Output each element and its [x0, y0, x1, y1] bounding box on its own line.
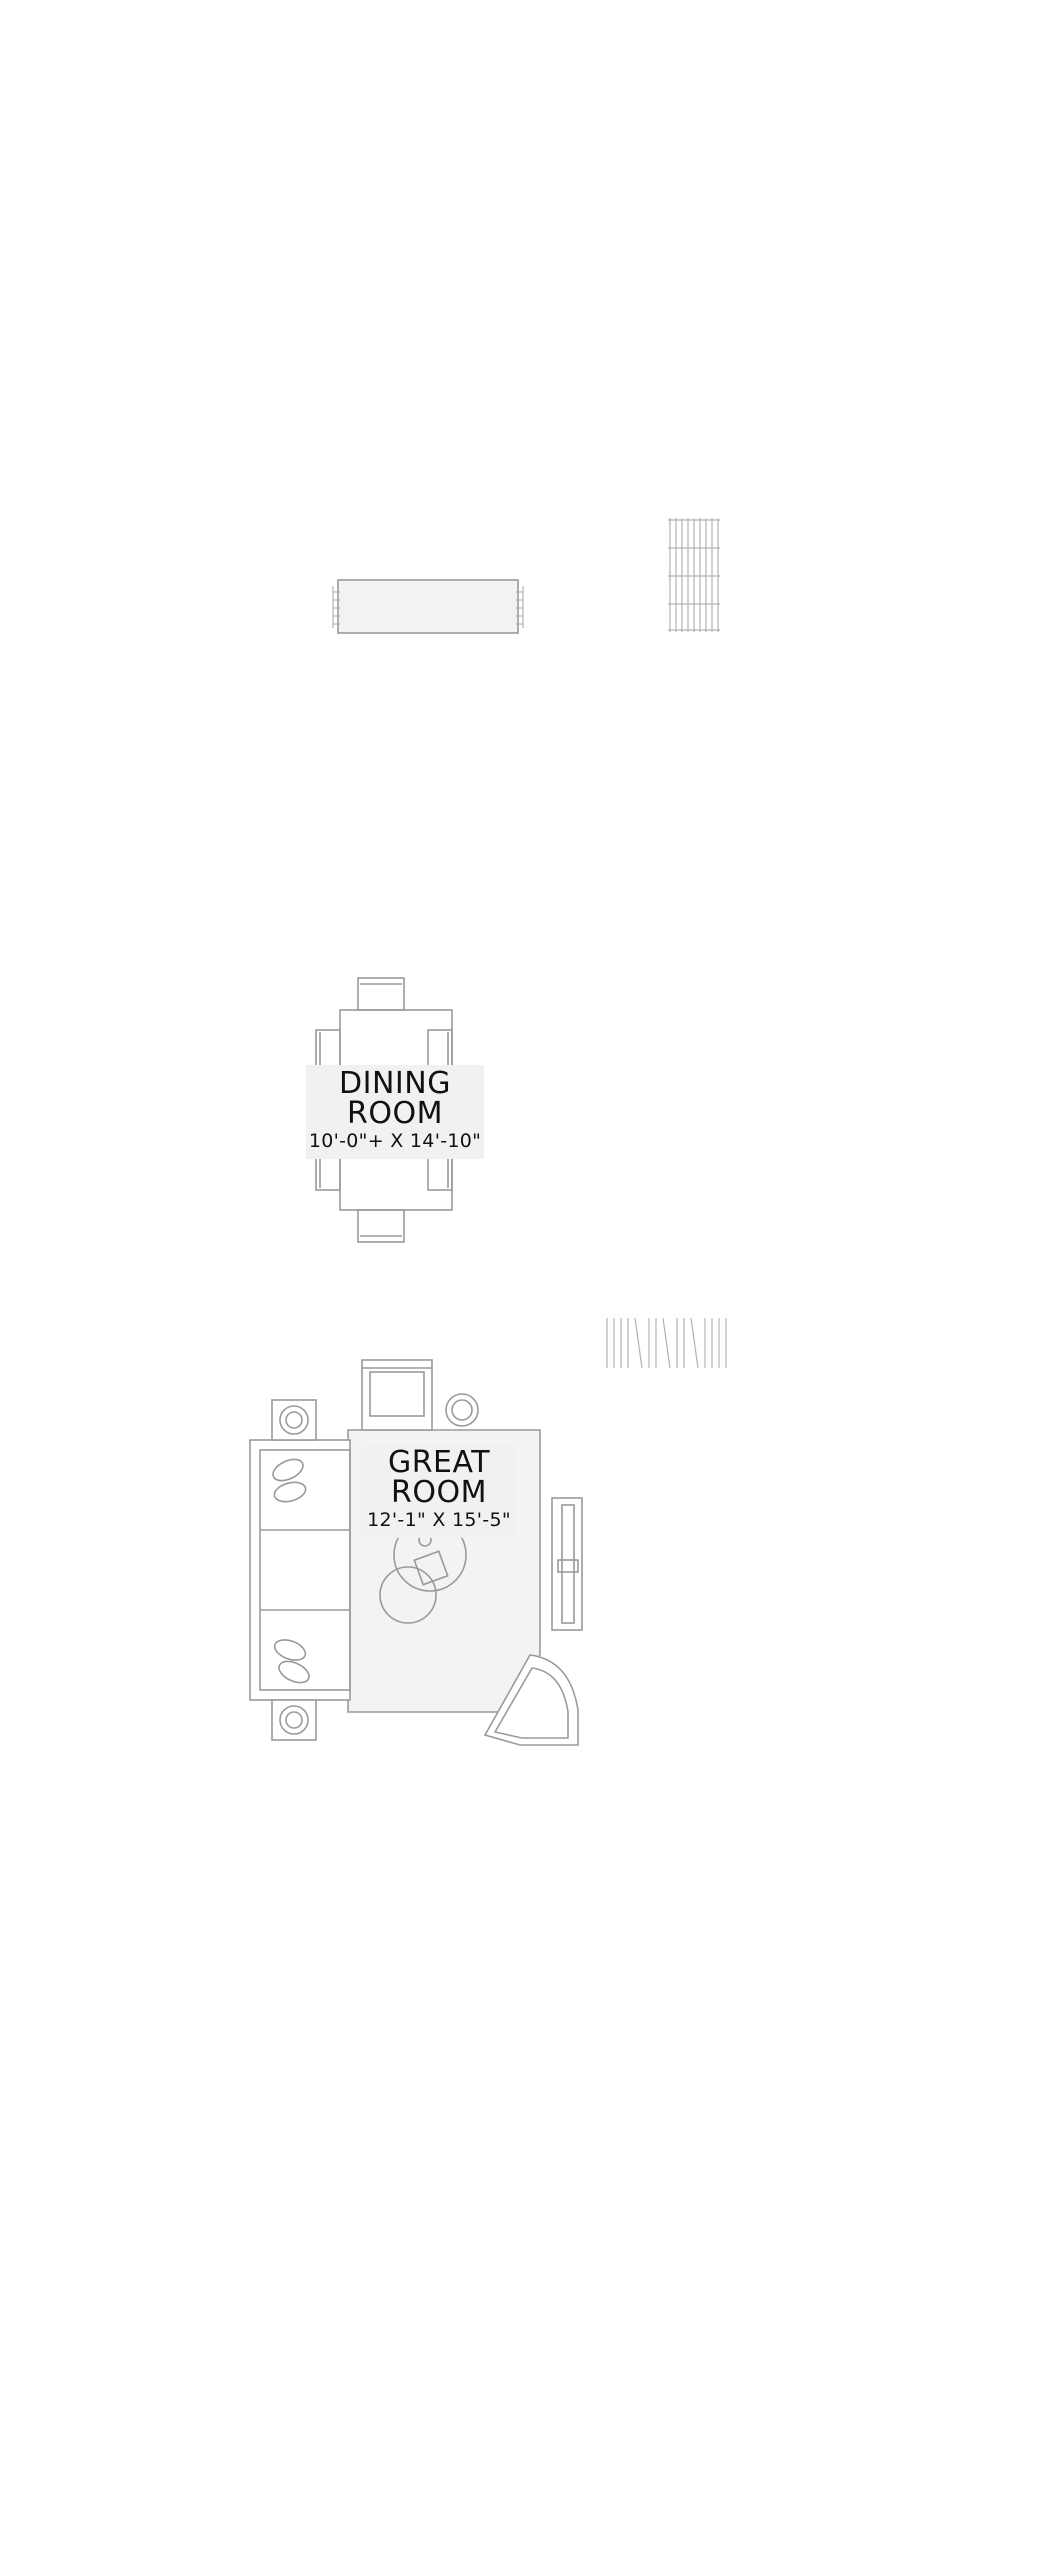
room-label-dining: DINING ROOM 10'-0"+ X 14'-10" [306, 1065, 484, 1159]
room-dimensions: 10'-0"+ X 14'-10" [308, 1130, 482, 1152]
room-name-line-2: ROOM [391, 1475, 487, 1510]
room-label-great: GREAT ROOM 12'-1" X 15'-5" [361, 1444, 517, 1538]
side-table-icon [271, 1393, 479, 1741]
armchair-icon [483, 1654, 579, 1746]
armchair-icon [361, 1359, 433, 1431]
wall-hatch-icon [606, 1317, 727, 1369]
media-console-icon [551, 1497, 583, 1631]
room-name-line-2: ROOM [347, 1096, 443, 1131]
sofa-icon [249, 1439, 351, 1701]
stair-hatch-icon [668, 518, 720, 632]
room-name-line-1: DINING [339, 1066, 451, 1101]
room-dimensions: 12'-1" X 15'-5" [367, 1509, 511, 1531]
bench-icon [332, 579, 524, 634]
room-name-line-1: GREAT [387, 1445, 491, 1480]
